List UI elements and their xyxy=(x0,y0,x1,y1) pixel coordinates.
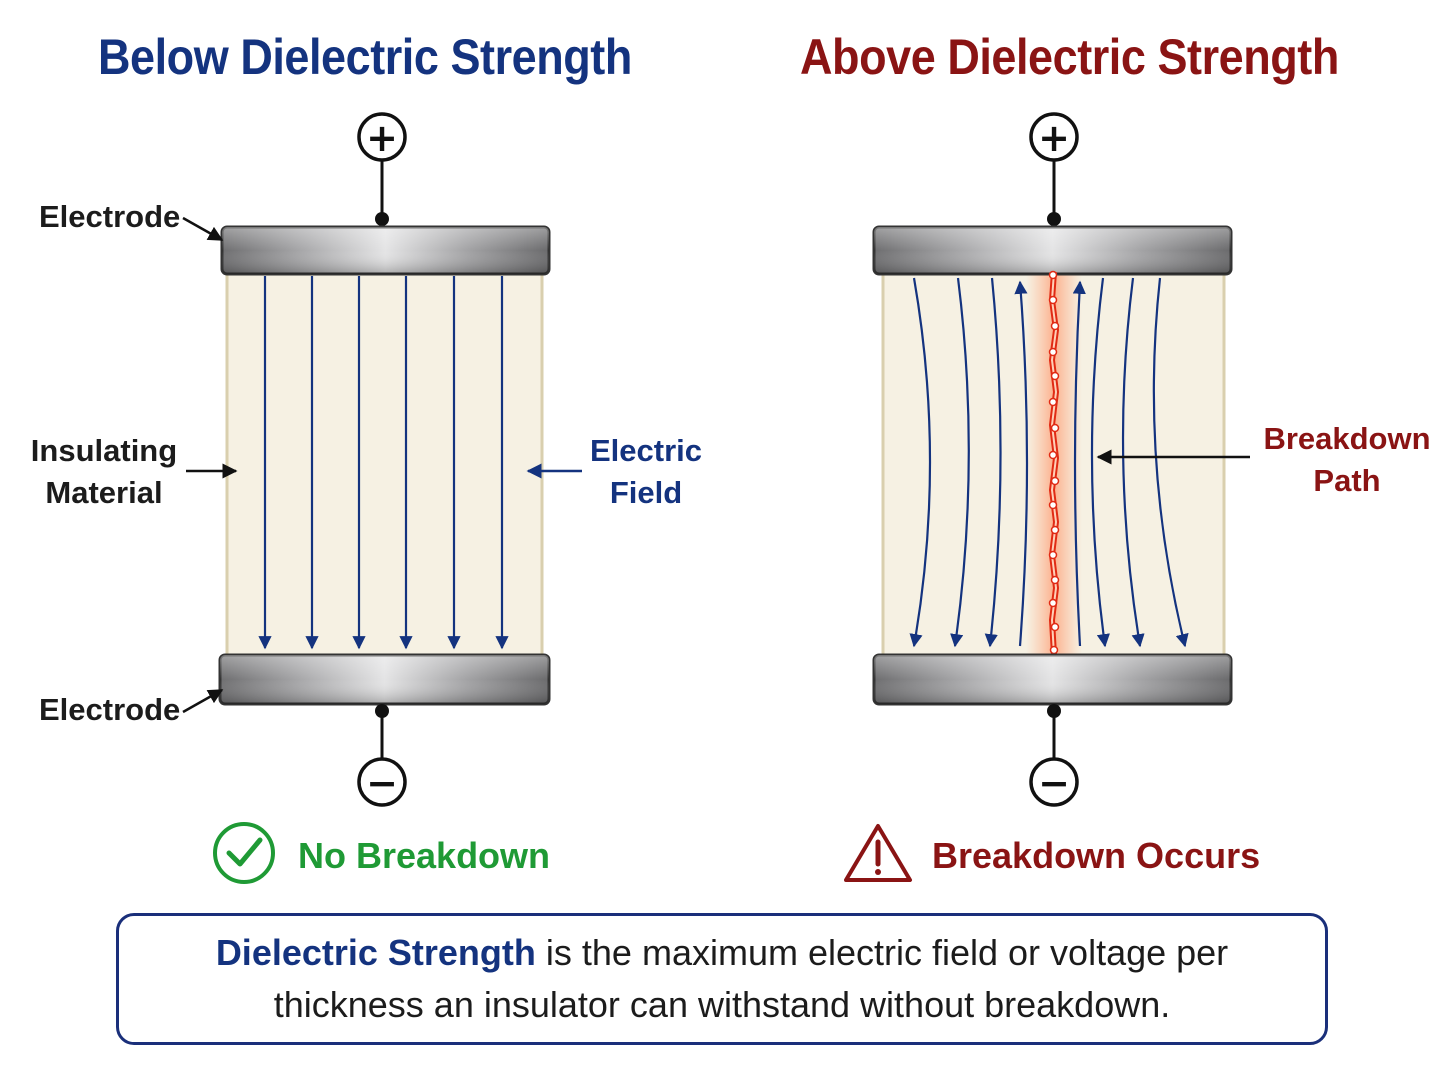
right-negative-terminal xyxy=(1029,757,1079,807)
right-positive-terminal xyxy=(1029,112,1079,162)
electrode-bottom-label: Electrode xyxy=(39,692,181,727)
electric-field-label: Electric Field xyxy=(586,430,706,514)
field-line xyxy=(1090,277,1110,648)
breakdown-path-label: Breakdown Path xyxy=(1262,418,1432,502)
definition-text-part2: thickness an insulator can withstand wit… xyxy=(273,984,1171,1025)
insulating-label-line1: Insulating xyxy=(30,433,178,468)
check-circle-icon xyxy=(213,822,275,884)
left-positive-terminal xyxy=(357,112,407,162)
field-line xyxy=(1121,277,1145,648)
field-line xyxy=(1072,280,1086,647)
right-panel-title: Above Dielectric Strength xyxy=(800,29,1339,85)
definition-box: Dielectric Strength is the maximum elect… xyxy=(116,913,1328,1045)
left-insulating-material xyxy=(225,266,544,662)
right-positive-terminal-dot xyxy=(1047,212,1061,226)
left-positive-terminal-dot xyxy=(375,212,389,226)
warning-triangle-icon xyxy=(844,824,912,882)
breakdown-label-line1: Breakdown xyxy=(1263,421,1431,456)
field-label-line1: Electric xyxy=(589,433,702,468)
electrode-bottom-pointer xyxy=(182,688,224,714)
right-capacitor: + xyxy=(872,112,1233,807)
field-label-line2: Field xyxy=(609,475,683,510)
field-line xyxy=(1014,280,1029,647)
right-field-lines xyxy=(909,277,1189,648)
right-plus-symbol: + xyxy=(1038,116,1070,160)
field-line xyxy=(984,277,1002,648)
breakdown-label-line2: Path xyxy=(1313,463,1381,498)
right-minus-symbol: − xyxy=(1038,761,1070,805)
no-breakdown-status: No Breakdown xyxy=(298,835,551,876)
breakdown-path xyxy=(1048,270,1060,656)
definition-text-part1: is the maximum electric field or voltage… xyxy=(535,932,1229,973)
field-line xyxy=(950,277,970,648)
field-line xyxy=(1152,277,1189,648)
electrode-top-label: Electrode xyxy=(39,199,181,234)
left-negative-terminal xyxy=(357,757,407,807)
definition-text: Dielectric Strength is the maximum elect… xyxy=(216,927,1228,1031)
left-plus-symbol: + xyxy=(366,116,398,160)
insulating-material-label: Insulating Material xyxy=(24,430,184,514)
left-panel-title: Below Dielectric Strength xyxy=(98,29,632,85)
breakdown-occurs-status: Breakdown Occurs xyxy=(932,835,1261,876)
electrode-top-pointer xyxy=(182,216,224,242)
insulating-label-line2: Material xyxy=(45,475,163,510)
left-field-lines xyxy=(258,276,509,650)
left-capacitor: + − xyxy=(218,112,551,807)
definition-term: Dielectric Strength xyxy=(215,932,536,973)
field-line xyxy=(909,277,932,648)
left-minus-symbol: − xyxy=(366,761,398,805)
